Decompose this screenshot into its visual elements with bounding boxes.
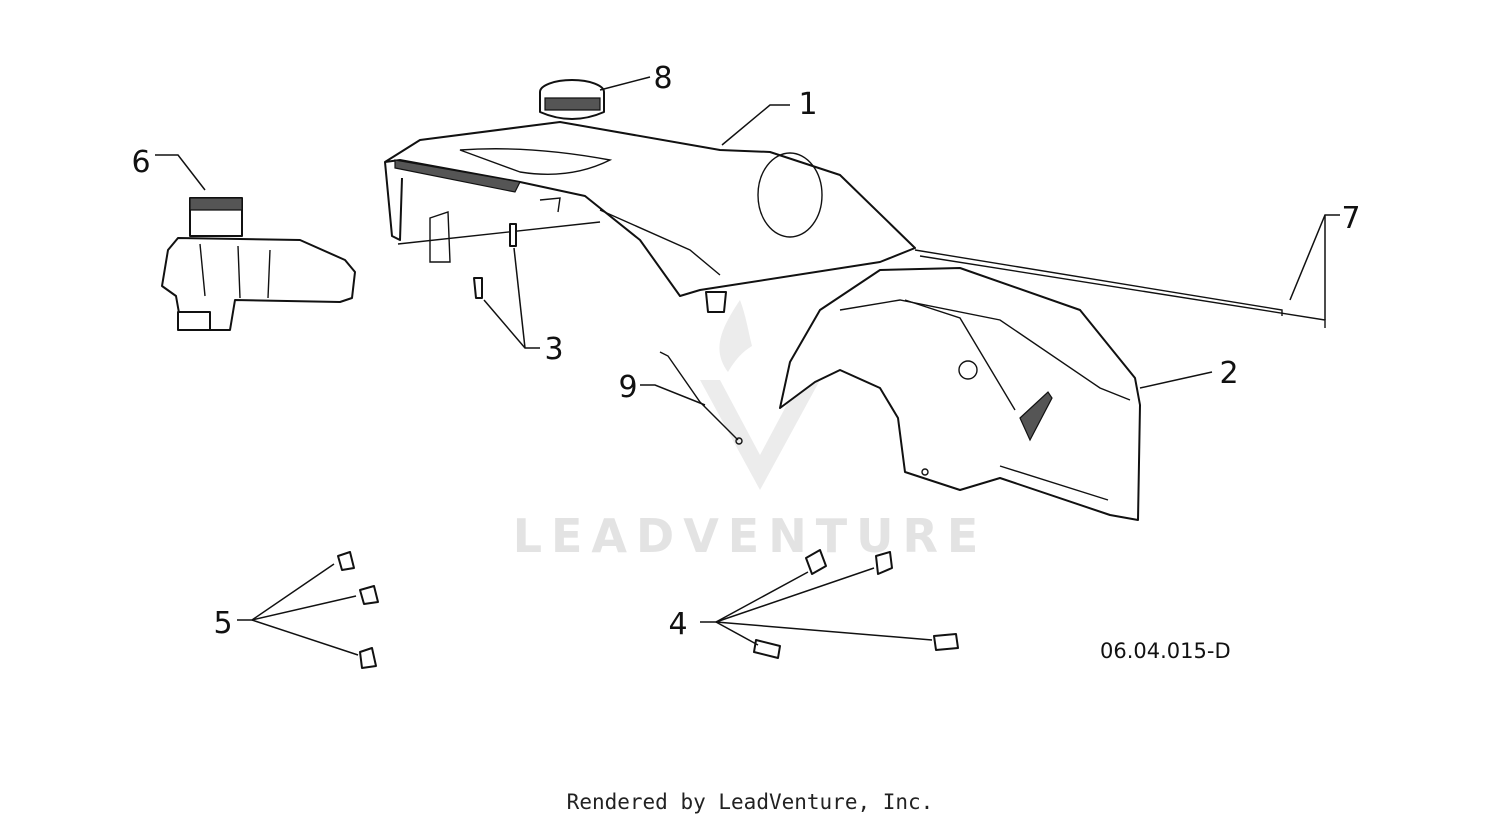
fastener-part[interactable] — [753, 549, 959, 659]
callout-6: 6 — [131, 145, 150, 180]
drawing-code: 06.04.015-D — [1100, 639, 1231, 663]
fuel-cap-part[interactable] — [539, 79, 605, 120]
clip-part[interactable] — [337, 551, 379, 669]
watermark-logo — [700, 300, 820, 490]
upper-shroud-part[interactable] — [384, 121, 916, 313]
callout-9: 9 — [618, 370, 637, 405]
callout-2: 2 — [1219, 356, 1238, 391]
screw-part[interactable] — [473, 223, 517, 299]
callout-5: 5 — [213, 606, 232, 641]
watermark-text: LEADVENTURE — [513, 509, 988, 563]
callout-4: 4 — [668, 607, 687, 642]
footer-credit: Rendered by LeadVenture, Inc. — [566, 790, 934, 814]
leader-lines — [155, 76, 1340, 656]
callout-1: 1 — [798, 87, 817, 122]
callout-7: 7 — [1341, 201, 1360, 236]
callout-3: 3 — [544, 332, 563, 367]
fuel-tank-part[interactable] — [161, 197, 356, 331]
callout-8: 8 — [653, 61, 672, 96]
wire-part[interactable] — [659, 351, 743, 445]
lower-shroud-part[interactable] — [779, 267, 1141, 521]
